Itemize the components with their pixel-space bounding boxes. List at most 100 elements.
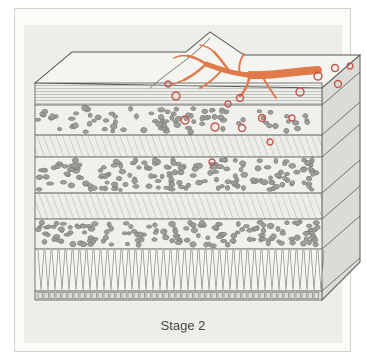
- nucleus: [54, 221, 59, 225]
- nucleus: [282, 162, 286, 166]
- nucleus: [231, 181, 237, 185]
- nucleus: [165, 110, 171, 114]
- nucleus: [301, 168, 307, 173]
- nucleus: [99, 174, 106, 177]
- nucleus: [233, 158, 237, 162]
- nucleus: [122, 232, 127, 235]
- nucleus: [88, 113, 92, 118]
- nucleus: [98, 169, 103, 173]
- nucleus: [134, 114, 138, 119]
- nucleus: [82, 231, 87, 234]
- nucleus: [164, 165, 169, 169]
- layer-nerve-fiber: [35, 83, 322, 105]
- nucleus: [158, 114, 164, 119]
- nucleus: [216, 165, 223, 169]
- nucleus: [225, 180, 232, 184]
- nucleus: [174, 107, 179, 111]
- nucleus: [313, 242, 319, 247]
- nucleus: [261, 223, 266, 227]
- nucleus: [91, 186, 97, 191]
- nucleus: [204, 242, 208, 247]
- nucleus: [99, 186, 104, 190]
- nucleus: [177, 180, 183, 185]
- nucleus: [255, 166, 261, 171]
- nucleus: [103, 235, 108, 240]
- nucleus: [153, 223, 158, 227]
- nucleus: [109, 243, 114, 246]
- nucleus: [196, 180, 203, 185]
- nucleus: [119, 169, 126, 174]
- nucleus: [304, 237, 309, 241]
- nucleus: [170, 238, 175, 243]
- nucleus: [104, 230, 109, 235]
- nucleus: [223, 167, 230, 171]
- nucleus: [241, 172, 248, 177]
- nucleus: [111, 182, 118, 187]
- nucleus: [239, 161, 245, 166]
- nucleus: [121, 128, 127, 132]
- nucleus: [129, 106, 133, 111]
- nucleus: [41, 168, 45, 172]
- nucleus: [219, 110, 225, 114]
- nucleus: [199, 122, 205, 125]
- nucleus: [52, 237, 56, 242]
- nucleus: [301, 241, 307, 246]
- nucleus: [202, 109, 208, 114]
- nucleus: [152, 158, 158, 163]
- nucleus: [156, 122, 163, 127]
- nucleus: [191, 227, 197, 233]
- nucleus: [257, 159, 263, 163]
- nucleus: [214, 177, 219, 182]
- nucleus: [35, 118, 40, 121]
- nucleus: [88, 236, 93, 240]
- nucleus: [152, 238, 157, 242]
- nucleus: [207, 115, 211, 119]
- nucleus: [212, 170, 219, 173]
- nucleus: [250, 178, 256, 182]
- nucleus: [172, 170, 178, 175]
- nucleus: [82, 105, 89, 111]
- nucleus: [202, 180, 208, 183]
- nucleus: [155, 179, 161, 182]
- nucleus: [266, 242, 270, 246]
- nucleus: [43, 175, 49, 180]
- nucleus: [46, 225, 53, 228]
- nucleus: [103, 119, 109, 123]
- nucleus: [236, 221, 240, 226]
- nucleus: [35, 228, 41, 232]
- nucleus: [285, 221, 290, 225]
- nucleus: [290, 241, 296, 245]
- nucleus: [102, 127, 108, 131]
- nucleus: [283, 176, 287, 181]
- nucleus: [60, 180, 66, 184]
- nucleus: [64, 233, 71, 236]
- layer-outer-plexiform: [35, 193, 322, 219]
- nucleus: [137, 232, 143, 237]
- nucleus: [40, 112, 44, 116]
- nucleus: [192, 120, 196, 124]
- nucleus: [273, 184, 280, 189]
- nucleus: [72, 163, 79, 168]
- nucleus: [190, 223, 196, 228]
- nucleus: [113, 159, 119, 163]
- nucleus: [73, 112, 78, 115]
- nucleus: [241, 185, 245, 190]
- nucleus: [149, 112, 154, 115]
- nucleus: [278, 241, 284, 245]
- nucleus: [206, 236, 210, 240]
- nucleus: [241, 117, 246, 122]
- nucleus: [216, 186, 220, 191]
- nucleus: [271, 234, 277, 239]
- nucleus: [127, 232, 131, 235]
- nucleus: [36, 188, 42, 192]
- nucleus: [123, 222, 129, 226]
- nucleus: [153, 231, 158, 234]
- front-face: [35, 83, 322, 300]
- nucleus: [164, 186, 170, 189]
- nucleus: [191, 107, 196, 111]
- nucleus: [294, 235, 300, 241]
- nucleus: [200, 116, 204, 122]
- nucleus: [64, 172, 70, 175]
- nucleus: [305, 121, 310, 125]
- nucleus: [141, 127, 147, 132]
